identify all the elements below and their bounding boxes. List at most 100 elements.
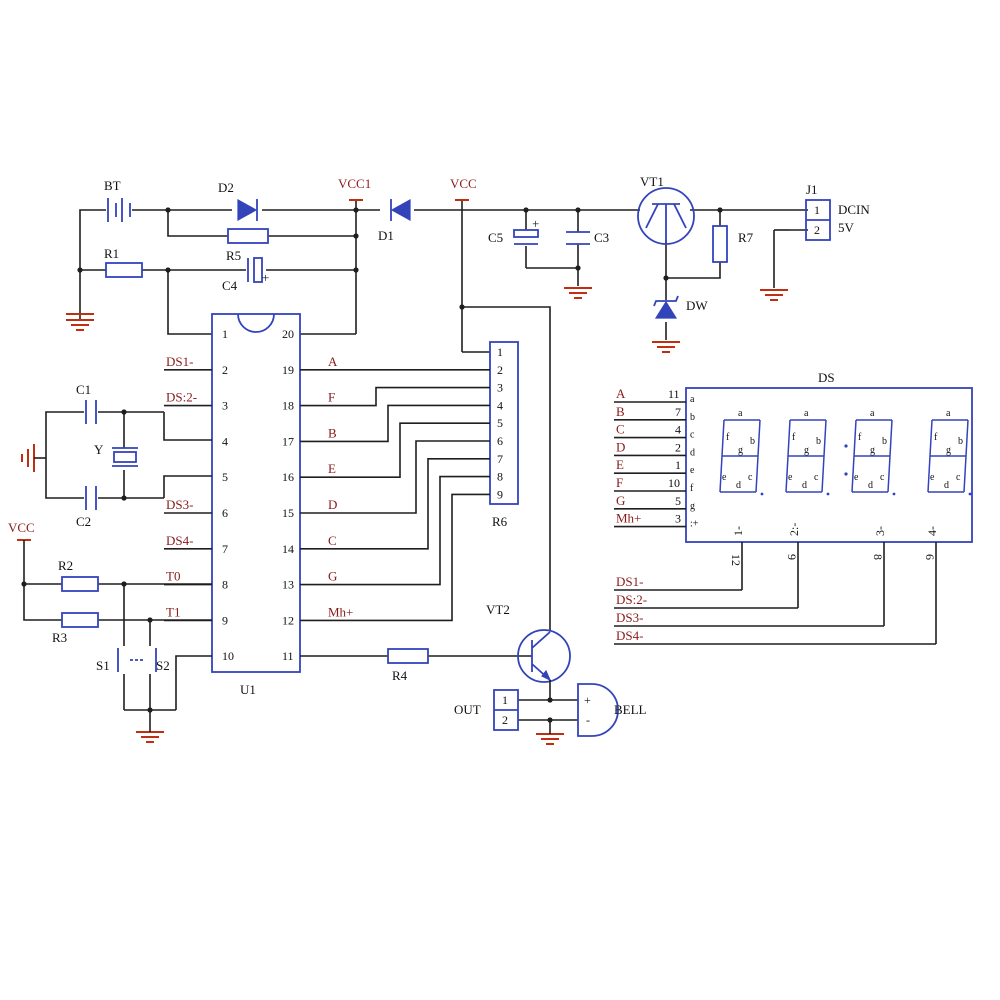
u1-r6-wires <box>300 368 490 622</box>
seg-dp <box>968 492 972 496</box>
ds-pin-0: 11 <box>668 387 680 401</box>
seg-label-e: e <box>930 472 935 483</box>
u1-pin-15: 15 <box>282 506 294 520</box>
seg-label-a: a <box>738 408 743 419</box>
u1-pin-12: 12 <box>282 613 294 627</box>
seg-label-b: b <box>750 436 755 447</box>
label-5v: 5V <box>838 220 855 235</box>
out-pin-2: 2 <box>502 713 508 727</box>
u1-pin-11: 11 <box>282 649 294 663</box>
seg-label-b: b <box>882 436 887 447</box>
label-c4: C4 <box>222 278 238 293</box>
transistor-vt1: VT1 <box>637 174 695 245</box>
connector-j1: 1 2 J1 DCIN 5V <box>805 182 870 241</box>
seg-label-b: b <box>816 436 821 447</box>
seg-label-e: e <box>722 472 727 483</box>
ds-net-0: A <box>616 386 626 401</box>
u1-pin-9: 9 <box>222 613 228 627</box>
svg-text:+: + <box>262 270 269 285</box>
seg-label-d: d <box>736 480 741 491</box>
crystal-section: C1 C2 Y <box>45 382 212 529</box>
r6-pin-6: 6 <box>497 434 503 448</box>
label-r1: R1 <box>104 246 119 261</box>
ds-seg-letter-1: b <box>690 412 695 423</box>
ds-common-pin-1: 9 <box>785 554 799 560</box>
capacitor-c5: + C5 <box>488 216 539 245</box>
r6-pin-2: 2 <box>497 363 503 377</box>
u1-pin-4: 4 <box>222 434 228 448</box>
seg-label-f: f <box>858 432 862 443</box>
resistor-r7: R7 <box>712 225 754 263</box>
seg-dp <box>892 492 896 496</box>
wire-u1-r6-3 <box>300 404 490 443</box>
wire-u1-r6-8 <box>300 493 490 622</box>
resistor-r5: R5 <box>226 228 269 263</box>
label-y: Y <box>94 442 104 457</box>
u1-pin-16: 16 <box>282 470 294 484</box>
ds-seg-letter-5: f <box>690 483 694 494</box>
reset-switch-section: VCC R2 R3 S1 S2 <box>8 520 212 732</box>
label-vt1: VT1 <box>640 174 664 189</box>
u1-pin-18: 18 <box>282 399 294 413</box>
label-j1: J1 <box>806 182 818 197</box>
ds-pin-5: 10 <box>668 476 680 490</box>
label-vcc-left: VCC <box>8 520 35 535</box>
ds-net-6: G <box>616 493 625 508</box>
label-dcin: DCIN <box>838 202 870 217</box>
seg-c <box>887 455 891 493</box>
u1-pin-7: 7 <box>222 542 228 556</box>
seg-e <box>927 455 931 493</box>
digit-label-1: 1- <box>731 526 745 536</box>
label-s2: S2 <box>156 658 170 673</box>
seg-label-f: f <box>726 432 730 443</box>
label-c3: C3 <box>594 230 609 245</box>
ds-net-1: B <box>616 404 625 419</box>
label-r5: R5 <box>226 248 241 263</box>
ds-seg-letter-7: :+ <box>690 519 699 530</box>
diode-d1: D1 <box>378 198 411 243</box>
ds-common-net-2: DS3- <box>616 610 643 625</box>
ds-seg-letter-0: a <box>690 394 695 405</box>
wire-u1-r6-4 <box>300 422 490 479</box>
seg-label-a: a <box>870 408 875 419</box>
label-u1: U1 <box>240 682 256 697</box>
ds-net-2: C <box>616 422 625 437</box>
r6-pin-5: 5 <box>497 416 503 430</box>
seg-label-d: d <box>944 480 949 491</box>
r6-pin-3: 3 <box>497 381 503 395</box>
seg-label-c: c <box>880 472 885 483</box>
label-r4: R4 <box>392 668 408 683</box>
u1-pins: 12DS1-3DS:2-456DS3-7DS4-8T09T1102019A18F… <box>164 327 353 663</box>
u1-net-13: G <box>328 569 337 584</box>
label-r2: R2 <box>58 558 73 573</box>
seg-c <box>821 455 825 493</box>
vcc-top-node: VCC <box>450 176 477 201</box>
seg-e <box>719 455 723 493</box>
seg-label-a: a <box>804 408 809 419</box>
seg-label-g: g <box>804 445 809 456</box>
diode-d2: D2 <box>218 180 258 222</box>
display-ds: DS <box>685 370 973 543</box>
seg-label-c: c <box>814 472 819 483</box>
svg-text:+: + <box>532 216 539 231</box>
seg-f <box>721 419 725 457</box>
u1-net-2: DS1- <box>166 354 193 369</box>
ic-u1: U1 <box>211 313 301 697</box>
u1-net-19: A <box>328 354 338 369</box>
capacitor-c3: C3 <box>566 230 609 245</box>
u1-pin-6: 6 <box>222 506 228 520</box>
zener-dw: DW <box>653 295 708 319</box>
label-out: OUT <box>454 702 481 717</box>
r6-pin-1: 1 <box>497 345 503 359</box>
u1-pin-14: 14 <box>282 542 294 556</box>
battery-bt: BT <box>104 178 131 222</box>
u1-net-7: DS4- <box>166 533 193 548</box>
seg-f <box>853 419 857 457</box>
seg-c <box>963 455 967 493</box>
digit-label-3: 3- <box>873 526 887 536</box>
